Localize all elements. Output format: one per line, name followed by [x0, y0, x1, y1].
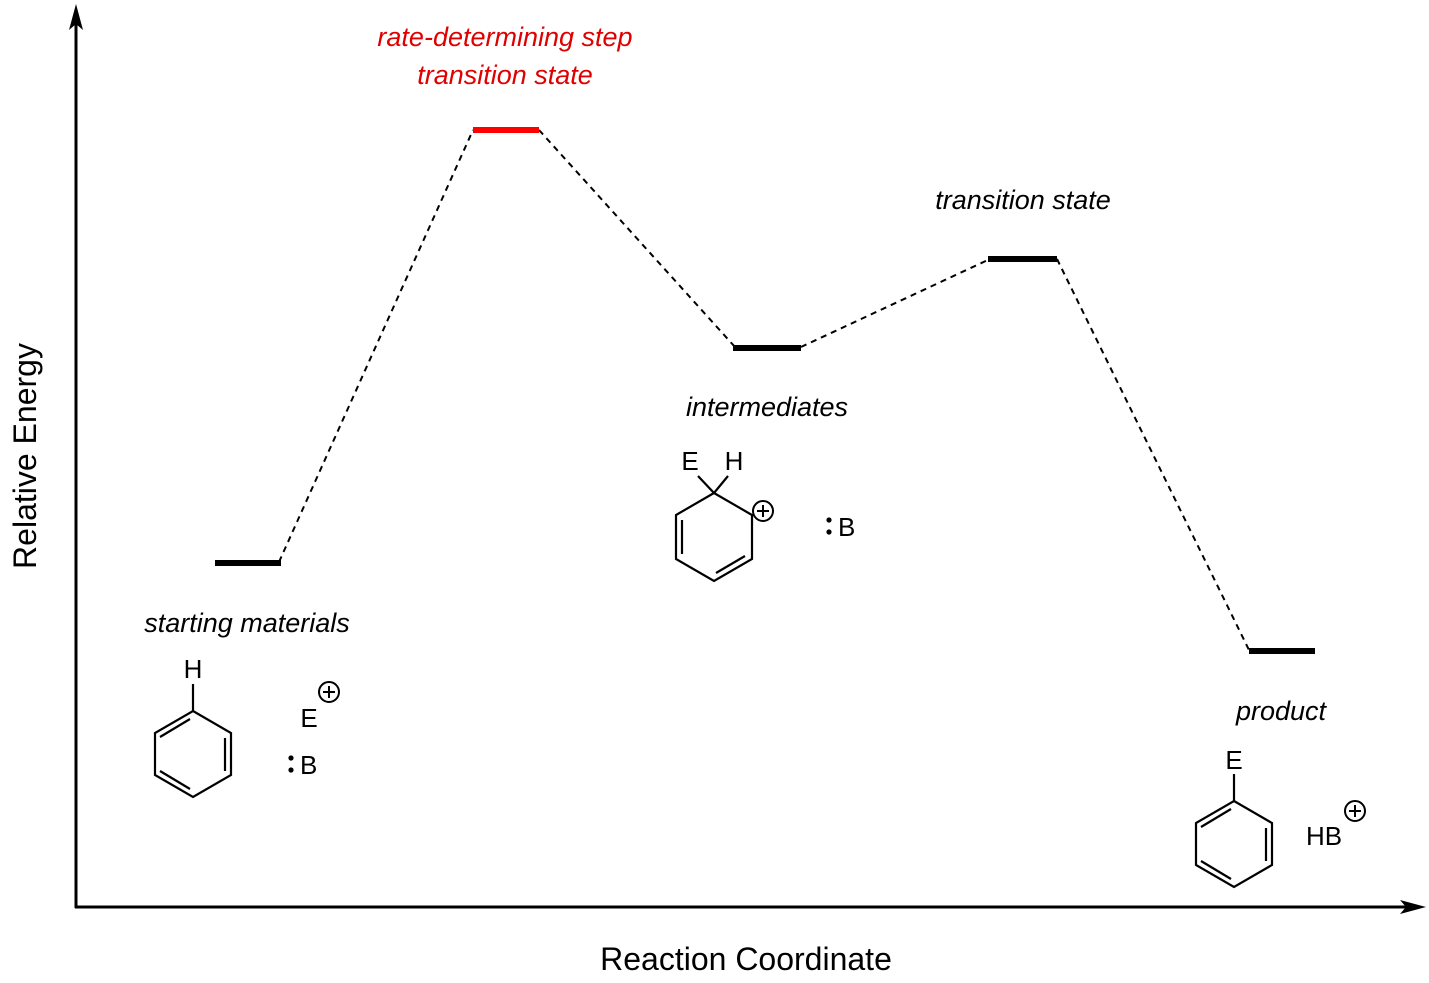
rds-label-line2: transition state — [417, 60, 593, 90]
path-segment-2 — [538, 129, 736, 348]
path-segment-4 — [1056, 258, 1250, 651]
conjugate-acid-hb: HB — [1306, 821, 1342, 851]
transition-state-label: transition state — [935, 185, 1111, 215]
base-b-atom-2: B — [838, 512, 855, 542]
plus-charge-icon — [1344, 800, 1366, 822]
path-segment-3 — [800, 258, 991, 348]
arenium-ring-icon — [674, 492, 754, 583]
reaction-path — [278, 129, 1250, 651]
product-molecule — [1194, 774, 1274, 889]
axes — [74, 20, 1410, 909]
rds-label-line1: rate-determining step — [377, 22, 632, 52]
c-e-bond — [697, 475, 715, 494]
product-label: product — [1235, 696, 1328, 726]
arenium-e-atom: E — [681, 446, 698, 476]
benzene-ring-icon — [1194, 799, 1274, 889]
y-axis-arrowhead-icon — [69, 4, 83, 30]
benzene-ring-icon — [153, 709, 233, 799]
starting-materials-label: starting materials — [144, 608, 350, 638]
benzene-molecule — [153, 684, 233, 799]
plus-charge-icon — [752, 500, 774, 522]
benzene-h-atom: H — [184, 654, 203, 684]
y-axis-title: Relative Energy — [7, 343, 43, 569]
x-axis-arrowhead-icon — [1400, 900, 1426, 914]
plus-charge-icon — [318, 681, 340, 703]
product-e-atom: E — [1225, 745, 1242, 775]
c-h-bond-arenium — [713, 475, 729, 494]
lone-pair-icon — [288, 755, 294, 773]
base-b-atom: B — [300, 750, 317, 780]
intermediates-label: intermediates — [686, 392, 848, 422]
path-segment-1 — [278, 129, 474, 563]
x-axis-title: Reaction Coordinate — [600, 941, 892, 977]
lone-pair-icon — [826, 517, 832, 535]
energy-levels — [215, 127, 1315, 654]
arenium-h-atom: H — [725, 446, 744, 476]
electrophile-e-atom: E — [300, 703, 317, 733]
arenium-molecule — [674, 475, 754, 583]
